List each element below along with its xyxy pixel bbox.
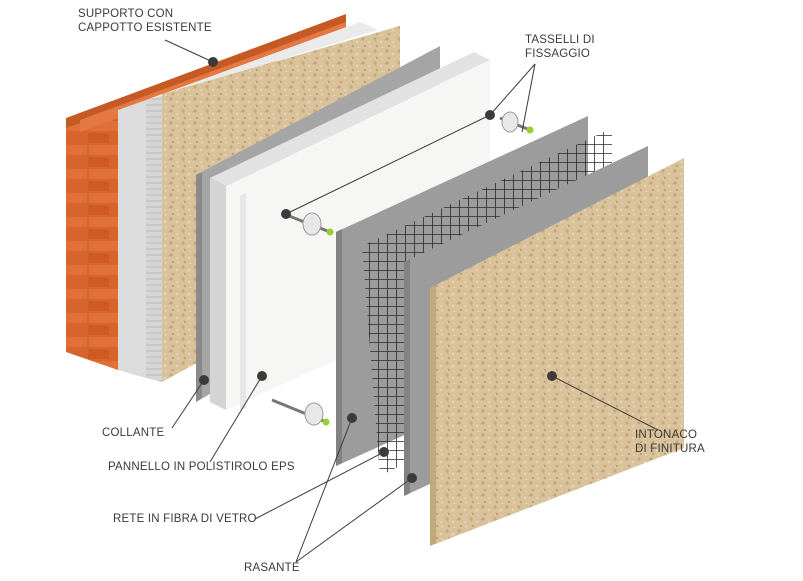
label-supporto-line2: CAPPOTTO ESISTENTE — [78, 22, 212, 34]
dowel-middle — [283, 212, 334, 236]
label-tasselli: TASSELLI DI FISSAGGIO — [525, 33, 595, 61]
label-intonaco: INTONACO DI FINITURA — [635, 428, 705, 456]
label-supporto: SUPPORTO CON CAPPOTTO ESISTENTE — [78, 7, 212, 35]
label-rasante: RASANTE — [244, 562, 300, 574]
label-tasselli-line2: FISSAGGIO — [525, 48, 591, 60]
label-intonaco-line2: DI FINITURA — [635, 443, 705, 455]
brick-wall — [66, 14, 378, 382]
label-collante: COLLANTE — [102, 427, 165, 439]
dowel-bottom — [271, 398, 330, 426]
finishing-render — [430, 158, 684, 546]
label-intonaco-line1: INTONACO — [635, 429, 698, 441]
label-pannello: PANNELLO IN POLISTIROLO EPS — [108, 461, 295, 473]
label-supporto-line1: SUPPORTO CON — [78, 8, 174, 20]
label-rete: RETE IN FIBRA DI VETRO — [113, 513, 257, 525]
dowel-top — [499, 111, 534, 134]
leader-lines — [164, 39, 659, 563]
label-tasselli-line1: TASSELLI DI — [525, 34, 595, 46]
